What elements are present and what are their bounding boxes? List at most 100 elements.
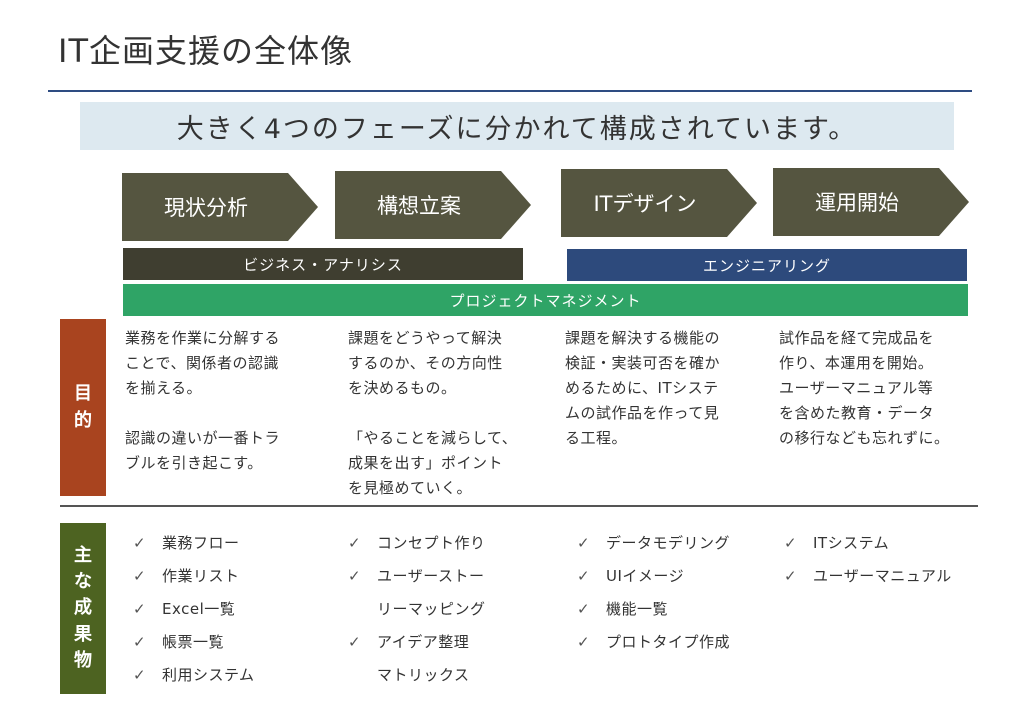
phase-arrow-operation-start: 運用開始 xyxy=(773,168,969,236)
purpose-line: めるために、ITシステ xyxy=(565,379,719,397)
purpose-text-current-analysis: 業務を作業に分解することで、関係者の認識を揃える。認識の違いが一番トラブルを引き… xyxy=(125,326,321,476)
output-item: ✓ 利用システム xyxy=(133,659,255,692)
output-item: ✓ データモデリング xyxy=(577,527,730,560)
phase-arrow-it-design: ITデザイン xyxy=(561,169,757,237)
checkmark-icon: ✓ xyxy=(348,633,362,651)
output-item-label: アイデア整理 xyxy=(377,633,470,651)
purpose-label-char: 的 xyxy=(74,409,92,431)
output-item-label: コンセプト作り xyxy=(377,534,486,552)
subtitle-banner: 大きく4つのフェーズに分かれて構成されています。 xyxy=(80,102,954,150)
purpose-line: を決めるもの。 xyxy=(348,379,457,397)
purpose-paragraph: 課題を解決する機能の検証・実装可否を確かめるために、ITシステムの試作品を作って… xyxy=(565,326,761,451)
checkmark-icon: ✓ xyxy=(784,534,798,552)
output-item: ✓ UIイメージ xyxy=(577,560,730,593)
purpose-line: の移行なども忘れずに。 xyxy=(779,429,950,447)
project-management-band: プロジェクトマネジメント xyxy=(123,284,968,316)
output-item-label: 業務フロー xyxy=(162,534,240,552)
output-item-label: ITシステム xyxy=(813,534,890,552)
phase-arrow-concept-planning: 構想立案 xyxy=(335,171,531,239)
title-divider xyxy=(48,90,972,92)
output-item-continuation: リーマッピング xyxy=(377,600,486,618)
checkmark-icon: ✓ xyxy=(133,666,147,684)
page-title: IT企画支援の全体像 xyxy=(58,32,353,70)
output-item-label: 機能一覧 xyxy=(606,600,669,618)
checkmark-icon: ✓ xyxy=(133,567,147,585)
purpose-line: するのか、その方向性 xyxy=(348,354,503,372)
output-item-continuation: マトリックス xyxy=(377,666,470,684)
purpose-row-label: 目 的 xyxy=(60,319,106,496)
purpose-paragraph: 業務を作業に分解することで、関係者の認識を揃える。 xyxy=(125,326,321,401)
purpose-line: 成果を出す」ポイント xyxy=(348,454,504,472)
checkmark-icon: ✓ xyxy=(577,600,591,618)
subtitle-text: 大きく4つのフェーズに分かれて構成されています。 xyxy=(176,113,858,145)
purpose-paragraph: 「やることを減らして、成果を出す」ポイントを見極めていく。 xyxy=(348,426,544,501)
output-item-label: ユーザーマニュアル xyxy=(813,567,952,585)
output-item: ✓ ユーザーストー xyxy=(348,560,486,593)
output-item: ✓ 作業リスト xyxy=(133,560,255,593)
output-item: ✓ アイデア整理 xyxy=(348,626,486,659)
output-item-label: 帳票一覧 xyxy=(162,633,225,651)
purpose-paragraph: 認識の違いが一番トラブルを引き起こす。 xyxy=(125,426,321,476)
purpose-line: を含めた教育・データ xyxy=(779,404,935,422)
checkmark-icon: ✓ xyxy=(133,633,147,651)
purpose-text-it-design: 課題を解決する機能の検証・実装可否を確かめるために、ITシステムの試作品を作って… xyxy=(565,326,761,451)
output-item: ✓ コンセプト作り xyxy=(348,527,486,560)
purpose-line: 業務を作業に分解する xyxy=(125,329,281,347)
phase-arrow-current-analysis: 現状分析 xyxy=(122,173,318,241)
purpose-text-operation-start: 試作品を経て完成品を作り、本運用を開始。ユーザーマニュアル等を含めた教育・データ… xyxy=(779,326,975,451)
output-item-label: Excel一覧 xyxy=(162,600,236,618)
output-item-label: UIイメージ xyxy=(606,567,685,585)
outputs-list-operation-start: ✓ ITシステム ✓ ユーザーマニュアル xyxy=(784,527,952,593)
purpose-line: 課題を解決する機能の xyxy=(565,329,721,347)
checkmark-icon: ✓ xyxy=(133,534,147,552)
checkmark-icon: ✓ xyxy=(577,567,591,585)
output-item: ✓ 業務フロー xyxy=(133,527,255,560)
purpose-line: 作り、本運用を開始。 xyxy=(779,354,934,372)
output-item: ✓ ユーザーマニュアル xyxy=(784,560,952,593)
purpose-label-char: 目 xyxy=(74,383,92,405)
checkmark-icon: ✓ xyxy=(348,534,362,552)
checkmark-icon: ✓ xyxy=(348,567,362,585)
output-item: ✓ 機能一覧 xyxy=(577,593,730,626)
output-item-label: プロトタイプ作成 xyxy=(606,633,731,651)
outputs-list-it-design: ✓ データモデリング ✓ UIイメージ ✓ 機能一覧 ✓ プロトタイプ作成 xyxy=(577,527,730,659)
section-divider xyxy=(60,505,978,507)
purpose-line: を見極めていく。 xyxy=(348,479,473,497)
output-item-label: 作業リスト xyxy=(162,567,240,585)
purpose-line: ムの試作品を作って見 xyxy=(565,404,720,422)
outputs-list-current-analysis: ✓ 業務フロー ✓ 作業リスト ✓ Excel一覧 ✓ 帳票一覧 ✓ 利用システム xyxy=(133,527,255,692)
purpose-line: 「やることを減らして、 xyxy=(348,429,518,447)
outputs-label-char: 主 xyxy=(74,545,92,567)
output-item-label: データモデリング xyxy=(606,534,731,552)
outputs-list-concept-planning: ✓ コンセプト作り ✓ ユーザーストーリーマッピング ✓ アイデア整理マトリックス xyxy=(348,527,486,692)
purpose-line: 検証・実装可否を確か xyxy=(565,354,721,372)
outputs-label-char: 物 xyxy=(74,649,92,671)
purpose-line: ユーザーマニュアル等 xyxy=(779,379,934,397)
purpose-text-concept-planning: 課題をどうやって解決するのか、その方向性を決めるもの。「やることを減らして、成果… xyxy=(348,326,544,501)
output-item: ✓ ITシステム xyxy=(784,527,952,560)
checkmark-icon: ✓ xyxy=(577,633,591,651)
business-analysis-band: ビジネス・アナリシス xyxy=(123,248,523,280)
checkmark-icon: ✓ xyxy=(784,567,798,585)
outputs-label-char: 成 xyxy=(74,597,92,619)
output-item: ✓ プロトタイプ作成 xyxy=(577,626,730,659)
purpose-line: 試作品を経て完成品を xyxy=(779,329,935,347)
output-item-label: ユーザーストー xyxy=(377,567,485,585)
outputs-row-label: 主 な 成 果 物 xyxy=(60,523,106,694)
purpose-line: 認識の違いが一番トラ xyxy=(125,429,281,447)
checkmark-icon: ✓ xyxy=(577,534,591,552)
purpose-line: ブルを引き起こす。 xyxy=(125,454,263,472)
purpose-paragraph: 課題をどうやって解決するのか、その方向性を決めるもの。 xyxy=(348,326,544,401)
output-item-label: 利用システム xyxy=(162,666,255,684)
checkmark-icon: ✓ xyxy=(133,600,147,618)
output-item: ✓ 帳票一覧 xyxy=(133,626,255,659)
engineering-band: エンジニアリング xyxy=(567,249,967,281)
purpose-line: る工程。 xyxy=(565,429,628,447)
output-item: ✓ Excel一覧 xyxy=(133,593,255,626)
outputs-label-char: 果 xyxy=(74,623,92,645)
purpose-line: を揃える。 xyxy=(125,379,203,397)
outputs-label-char: な xyxy=(74,571,92,593)
purpose-line: ことで、関係者の認識 xyxy=(125,354,279,372)
purpose-line: 課題をどうやって解決 xyxy=(348,329,503,347)
purpose-paragraph: 試作品を経て完成品を作り、本運用を開始。ユーザーマニュアル等を含めた教育・データ… xyxy=(779,326,975,451)
